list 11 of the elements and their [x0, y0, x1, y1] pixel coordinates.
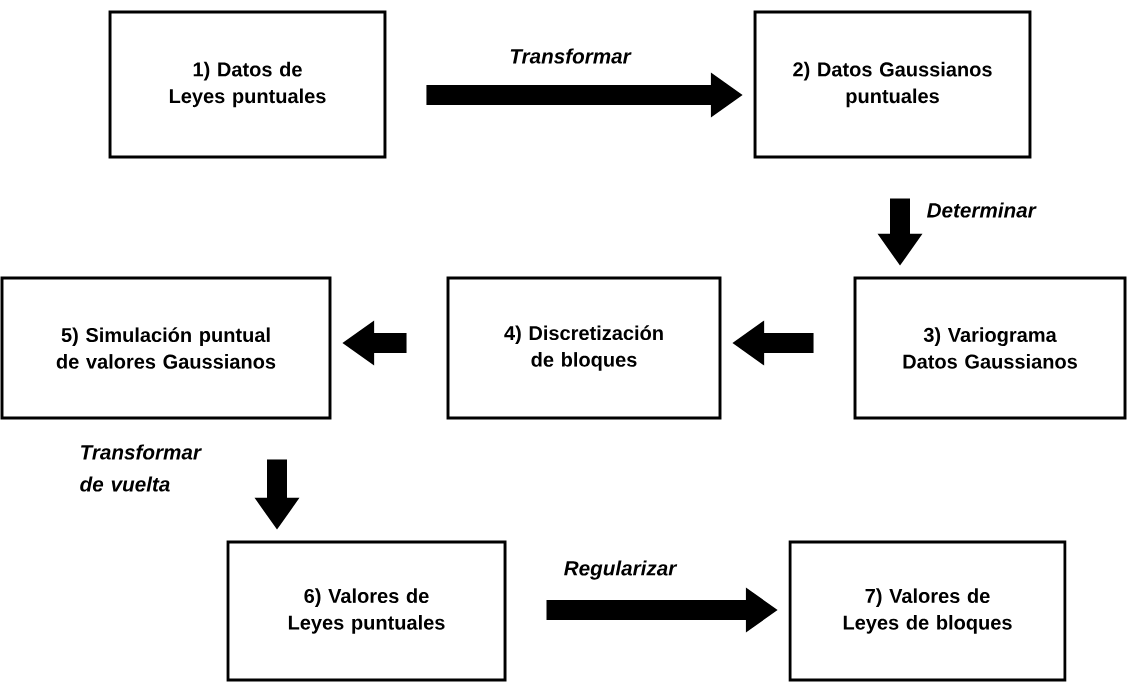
process-box: 1) Datos de Leyes puntuales — [108, 10, 387, 159]
edge-label: Determinar — [926, 202, 1037, 218]
process-box: 5) Simulación puntual de valores Gaussianos — [0, 276, 332, 420]
process-box: 7) Valores de Leyes de bloques — [788, 540, 1067, 682]
edge-label: Transformar de vuelta — [80, 444, 202, 492]
process-box: 6) Valores de Leyes puntuales — [226, 540, 507, 682]
edge-label: Regularizar — [564, 560, 678, 580]
process-box: 3) Variograma Datos Gaussianos — [853, 276, 1127, 420]
process-box: 4) Discretización de bloques — [446, 276, 722, 420]
process-box: 2) Datos Gaussianos puntuales — [753, 10, 1032, 159]
edge-label: Transformar — [510, 48, 632, 64]
